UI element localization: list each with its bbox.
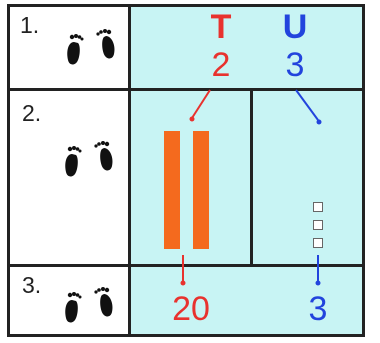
divider-row-2 — [7, 264, 365, 267]
footprints-icon — [65, 141, 113, 177]
unit-cube — [313, 238, 323, 248]
tens-rod — [193, 131, 209, 249]
divider-row-1 — [7, 88, 365, 91]
units-arrow-top — [295, 89, 319, 121]
tens-arrow-top-tip — [189, 116, 195, 122]
step-1-label: 1. — [20, 12, 40, 38]
divider-t-u — [250, 88, 253, 266]
step-3-label: 3. — [22, 272, 42, 298]
footprints-icon — [67, 29, 115, 65]
units-arrow-bottom-tip — [315, 280, 321, 286]
footprints-icon — [65, 287, 113, 323]
units-result: 3 — [308, 290, 328, 328]
diagram-border — [7, 4, 365, 337]
units-value: 3 — [285, 46, 305, 84]
tens-header-label: T — [210, 8, 232, 46]
tens-arrow-bottom-tip — [180, 280, 186, 286]
tens-value: 2 — [211, 46, 231, 84]
step-2-label: 2. — [22, 100, 42, 126]
units-header-label: U — [282, 8, 308, 46]
unit-cube — [313, 220, 323, 230]
tens-result: 20 — [172, 290, 210, 328]
tens-arrow-top — [191, 89, 211, 119]
units-arrow-top-tip — [316, 119, 322, 125]
tens-rod — [164, 131, 180, 249]
divider-steps — [128, 4, 131, 337]
unit-cube — [313, 202, 323, 212]
